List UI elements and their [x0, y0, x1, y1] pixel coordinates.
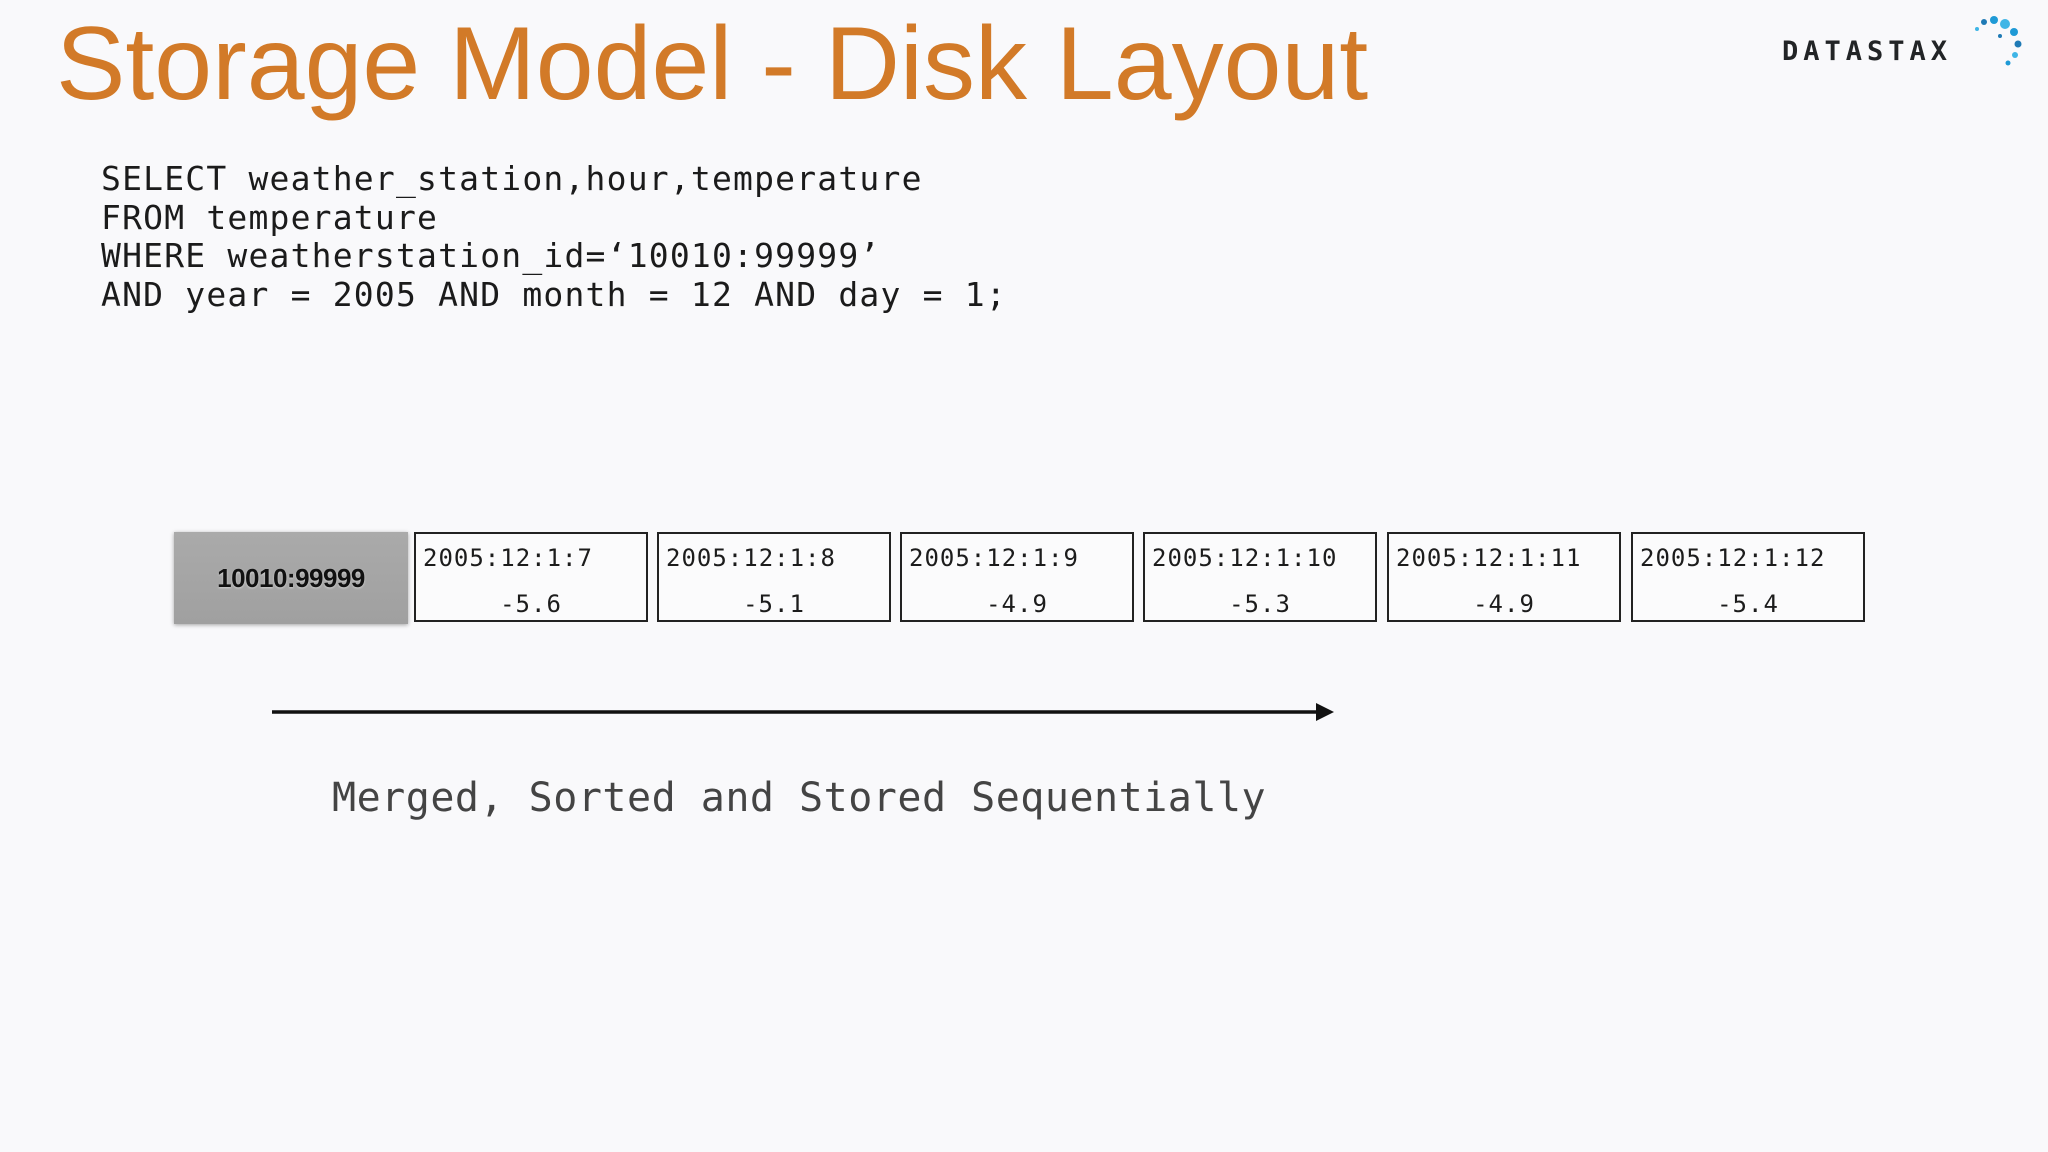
- cell-time: 2005:12:1:12: [1640, 544, 1826, 572]
- cell-value: -4.9: [986, 590, 1048, 618]
- cell-time: 2005:12:1:7: [423, 544, 593, 572]
- sequential-arrow: [272, 703, 1334, 721]
- caption: Merged, Sorted and Stored Sequentially: [332, 775, 1267, 821]
- cell-time: 2005:12:1:10: [1152, 544, 1338, 572]
- query-line: AND year = 2005 AND month = 12 AND day =…: [101, 274, 1007, 314]
- cell-value: -4.9: [1473, 590, 1535, 618]
- query-line: WHERE weatherstation_id=‘10010:99999’: [101, 236, 881, 275]
- cell-box: 2005:12:1:9 -4.9: [900, 532, 1134, 622]
- cell-value: -5.3: [1229, 590, 1291, 618]
- query-line: FROM temperature: [101, 197, 439, 237]
- cell-box: 2005:12:1:7 -5.6: [414, 532, 648, 622]
- cell-time: 2005:12:1:9: [909, 544, 1079, 572]
- cell-value: -5.4: [1717, 590, 1779, 618]
- logo-text: DATASTAX: [1782, 36, 1953, 67]
- datastax-dots-icon: [1975, 16, 2022, 66]
- query-line: SELECT weather_station,hour,temperature: [101, 159, 923, 198]
- partition-key-label: 10010:99999: [217, 562, 365, 593]
- cql-query: SELECT weather_station,hour,temperature …: [101, 159, 1007, 314]
- cell-time: 2005:12:1:11: [1396, 544, 1582, 572]
- cell-box: 2005:12:1:10 -5.3: [1143, 532, 1377, 622]
- cell-box: 2005:12:1:8 -5.1: [657, 532, 891, 622]
- cell-box: 2005:12:1:11 -4.9: [1387, 532, 1621, 622]
- datastax-logo: DATASTAX: [1782, 14, 2032, 74]
- partition-key-box: 10010:99999: [174, 532, 408, 624]
- cell-time: 2005:12:1:8: [666, 544, 836, 572]
- cell-value: -5.1: [743, 590, 805, 618]
- cell-box: 2005:12:1:12 -5.4: [1631, 532, 1865, 622]
- cell-value: -5.6: [500, 590, 562, 618]
- slide-title: Storage Model - Disk Layout: [56, 6, 1369, 122]
